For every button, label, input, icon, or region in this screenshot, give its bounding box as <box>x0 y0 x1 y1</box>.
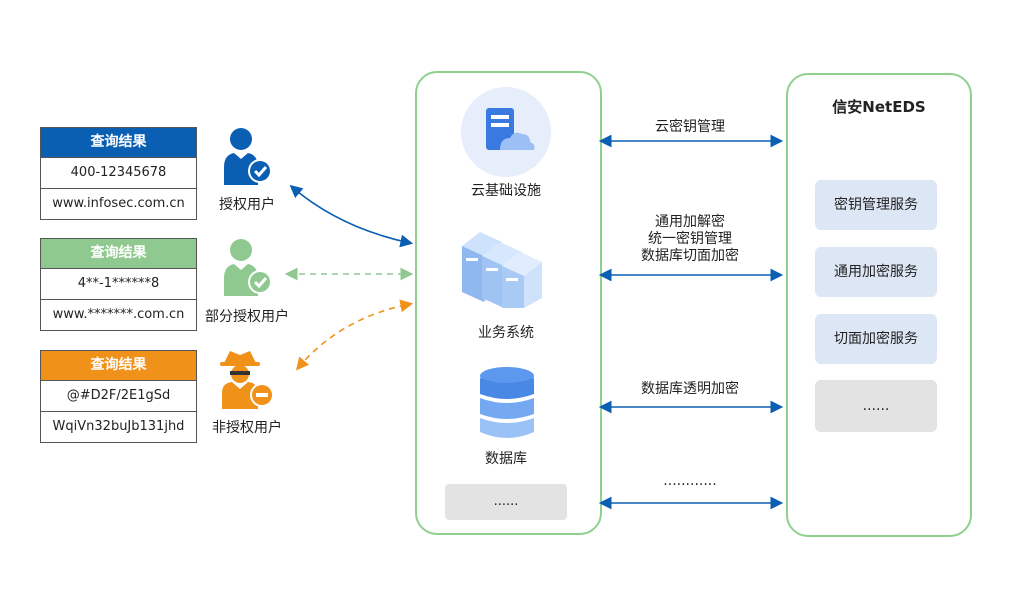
link-kms-label: 云密钥管理 <box>655 119 725 135</box>
result-card-unauthorized: 查询结果 @#D2F/2E1gSd WqiVn32buJb131jhd <box>40 350 197 443</box>
card-header: 查询结果 <box>41 351 196 380</box>
authorized-access-arrow <box>289 184 414 248</box>
database-label: 数据库 <box>485 451 527 467</box>
cloud-infrastructure-icon <box>461 87 551 177</box>
link-multi-label-1: 通用加解密 <box>655 214 725 230</box>
card-row-url: WqiVn32buJb131jhd <box>41 411 196 442</box>
database-icon <box>480 367 534 438</box>
card-header: 查询结果 <box>41 239 196 268</box>
link-tde-label: 数据库透明加密 <box>641 381 739 397</box>
partial-user-label: 部分授权用户 <box>205 309 289 325</box>
card-row-phone: @#D2F/2E1gSd <box>41 380 196 411</box>
result-card-partial: 查询结果 4**-1******8 www.*******.com.cn <box>40 238 197 331</box>
card-row-phone: 4**-1******8 <box>41 268 196 299</box>
card-row-phone: 400-12345678 <box>41 157 196 188</box>
authorized-user-icon <box>224 128 272 185</box>
neteds-title: 信安NetEDS <box>832 98 926 116</box>
neteds-panel <box>786 73 972 537</box>
link-multi-label-3: 数据库切面加密 <box>641 248 739 264</box>
card-row-url: www.infosec.com.cn <box>41 188 196 219</box>
unauthorized-access-arrow <box>295 299 414 371</box>
unauthorized-user-icon <box>220 351 274 409</box>
link-more-label: ............ <box>663 473 717 489</box>
card-row-url: www.*******.com.cn <box>41 299 196 330</box>
business-system-label: 业务系统 <box>478 325 534 341</box>
service-key-management: 密钥管理服务 <box>815 180 937 230</box>
unauthorized-user-label: 非授权用户 <box>212 420 282 436</box>
result-card-authorized: 查询结果 400-12345678 www.infosec.com.cn <box>40 127 197 220</box>
cloud-infrastructure-label: 云基础设施 <box>471 183 541 199</box>
card-header: 查询结果 <box>41 128 196 157</box>
link-multi-label-2: 统一密钥管理 <box>648 231 732 247</box>
authorized-user-label: 授权用户 <box>219 197 275 213</box>
service-more: ...... <box>815 380 937 432</box>
partial-user-icon <box>224 239 272 296</box>
service-aspect-encryption: 切面加密服务 <box>815 314 937 364</box>
business-more-box: ...... <box>445 484 567 520</box>
business-system-icon <box>462 232 542 308</box>
service-general-encryption: 通用加密服务 <box>815 247 937 297</box>
